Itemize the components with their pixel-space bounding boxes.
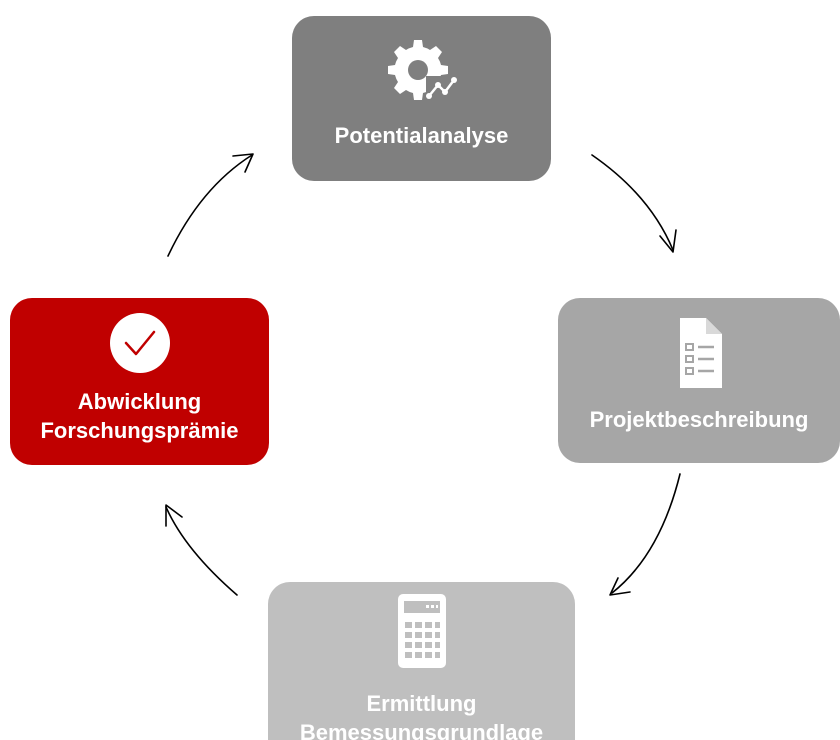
arrow-potential-to-projekt <box>591 154 674 251</box>
step-label-line2: Forschungsprämie <box>40 418 239 443</box>
arrow-head-abwicklung-to-potential <box>232 153 254 173</box>
step-label: Abwicklung Forschungsprämie <box>40 387 238 445</box>
step-label-line1: Abwicklung <box>77 389 202 414</box>
arrow-projekt-to-ermittlung <box>611 473 681 594</box>
arrow-head-ermittlung-to-abwicklung <box>165 504 183 527</box>
step-projektbeschreibung: Projektbeschreibung <box>558 298 840 463</box>
document-list-icon <box>676 318 722 395</box>
step-label-line1: Ermittlung <box>366 691 477 716</box>
checkmark-circle-icon <box>109 312 171 381</box>
step-label: Ermittlung Bemessungsgrundlage <box>300 689 543 740</box>
step-label: Projektbeschreibung <box>589 407 809 432</box>
step-abwicklung-forschungspraemie: Abwicklung Forschungsprämie <box>10 298 269 465</box>
arrow-head-projekt-to-ermittlung <box>609 577 631 596</box>
step-ermittlung-bemessungsgrundlage: Ermittlung Bemessungsgrundlage <box>268 582 575 740</box>
step-potentialanalyse: Potentialanalyse <box>292 16 551 181</box>
arrow-head-potential-to-projekt <box>659 229 677 253</box>
arrow-abwicklung-to-potential <box>167 154 253 257</box>
calculator-icon <box>397 594 446 675</box>
step-label: Potentialanalyse <box>334 123 509 148</box>
arrow-ermittlung-to-abwicklung <box>165 506 238 596</box>
gear-analytics-icon <box>386 38 458 109</box>
step-label-line2: Bemessungsgrundlage <box>299 720 544 740</box>
